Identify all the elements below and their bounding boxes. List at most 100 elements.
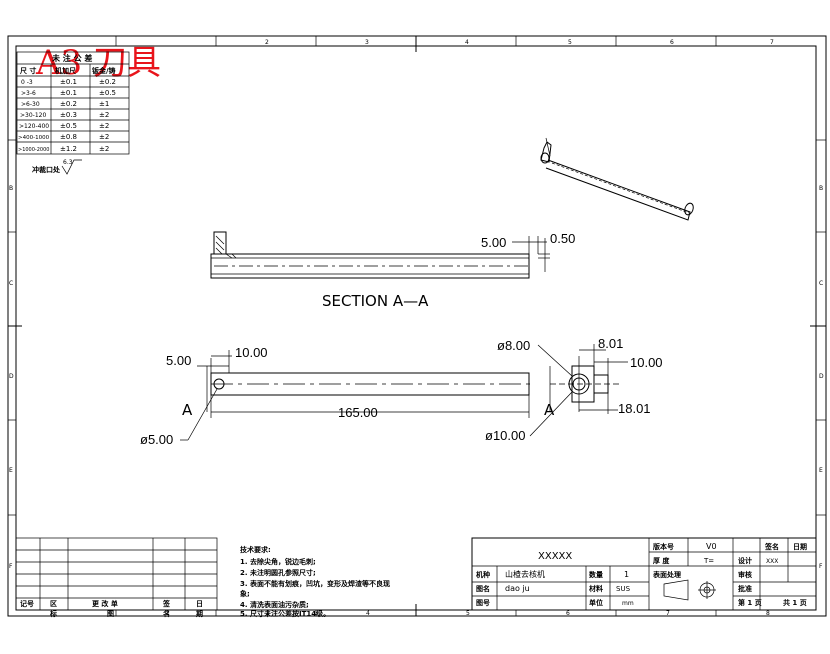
- zone-labels: 2 3 4 5 6 7 2 3 4 5 6 7 8 B C D E F B C …: [9, 39, 824, 617]
- tb-version-label: 版本号: [653, 542, 674, 551]
- zone-right-f: F: [819, 563, 823, 570]
- plan-dim-10: 10.00: [235, 345, 268, 360]
- tb-drawing-name-label: 图名: [476, 584, 490, 593]
- plan-dim-phi10: ø10.00: [485, 428, 525, 443]
- tolerance-table: 未 注 公 差 尺 寸 机加尺 钣金/铸 0 -3 ±0.1 ±0.2 >3-6…: [16, 51, 130, 155]
- tol-r1-c0: >3-6: [21, 90, 36, 97]
- section-dim-5: 5.00: [481, 235, 506, 250]
- tb-surface-label: 表面处理: [652, 570, 681, 579]
- tol-r4-c2: ±2: [99, 122, 109, 130]
- rev-col-sign: 签: [162, 599, 171, 608]
- tol-r3-c0: >30-120: [20, 112, 46, 119]
- section-dim-050: 0.50: [550, 231, 575, 246]
- tol-r3-c1: ±0.3: [60, 111, 77, 119]
- zone-top-4: 5: [568, 39, 572, 46]
- roughness-value: 6.3: [63, 159, 73, 166]
- rev-col-change: 更 改 单: [92, 599, 118, 608]
- tol-r6-c2: ±2: [99, 145, 109, 153]
- rev-foot-2: 图: [107, 609, 114, 618]
- zone-bottom-7: 8: [766, 610, 770, 617]
- plan-dim-5: 5.00: [166, 353, 191, 368]
- inner-frame: [15, 45, 817, 611]
- roughness-symbol: 6.3: [61, 159, 82, 175]
- tb-unit-label: 单位: [589, 598, 603, 607]
- rev-foot-1: 标: [49, 609, 57, 618]
- zone-top-1: 2: [265, 39, 269, 46]
- rev-foot-4: 期: [196, 609, 203, 618]
- tol-header-machining: 机加尺: [55, 66, 76, 75]
- tol-header-sheet: 钣金/铸: [92, 66, 116, 75]
- tol-r3-c2: ±2: [99, 111, 109, 119]
- zone-bottom-5: 6: [566, 610, 570, 617]
- plan-view: 5.00 10.00 165.00 ø5.00 A A ø8.00 8.01 1…: [140, 336, 663, 447]
- tb-drawing-name: dao ju: [505, 584, 530, 593]
- plan-dim-165: 165.00: [338, 405, 378, 420]
- zone-bottom-2: 3: [266, 610, 270, 617]
- tol-r6-c1: ±1.2: [60, 145, 77, 153]
- tol-r6-c0: >1000-2000: [18, 147, 49, 153]
- zone-left-e: E: [9, 467, 13, 474]
- tol-header-size: 尺 寸: [19, 66, 36, 75]
- tech-notes-title: 技术要求:: [240, 545, 271, 554]
- tb-machine-label: 机种: [476, 570, 490, 579]
- zone-top-6: 7: [770, 39, 774, 46]
- tech-note-6: 5. 尺寸未注公差按IT14级。: [240, 609, 330, 618]
- tb-material: SUS: [616, 585, 631, 593]
- projection-symbol: [663, 579, 716, 601]
- title-part-name: XXXXX: [538, 551, 572, 562]
- tb-unit: mm: [622, 600, 634, 607]
- tb-qty: 1: [624, 570, 629, 579]
- outer-frame: [7, 35, 827, 617]
- cut-label-a-left: A: [182, 401, 193, 419]
- revision-table: 记号 区 更 改 单 签 日 标 图 名 期: [15, 537, 218, 618]
- tol-r0-c0: 0 -3: [21, 79, 33, 86]
- zone-right-d: D: [819, 373, 824, 380]
- tech-notes: 技术要求: 1. 去除尖角，锐边毛刺; 2. 未注明圆孔参照尺寸; 3. 表面不…: [240, 545, 390, 618]
- tech-note-1: 1. 去除尖角，锐边毛刺;: [240, 557, 316, 566]
- zone-bottom-4: 5: [466, 610, 470, 617]
- tol-r0-c2: ±0.2: [99, 78, 116, 86]
- zone-left-d: D: [9, 373, 14, 380]
- tech-note-5: 4. 清洗表面油污杂质;: [240, 600, 309, 609]
- tol-r4-c0: >120-400: [19, 123, 49, 130]
- tb-machine: 山楂去核机: [505, 569, 545, 579]
- section-label: SECTION A—A: [322, 292, 429, 310]
- tech-note-4: 象;: [240, 589, 250, 598]
- zone-ticks: [8, 36, 826, 616]
- tb-sign-label: 签名: [764, 542, 779, 551]
- zone-right-b: B: [819, 185, 823, 192]
- zone-left-f: F: [9, 563, 13, 570]
- tech-note-3: 3. 表面不能有划痕，凹坑，变形及焊渣等不良现: [240, 579, 390, 588]
- tolerance-title: 未 注 公 差: [51, 53, 92, 63]
- rev-col-date: 日: [196, 600, 203, 608]
- cut-label-a-right: A: [544, 401, 555, 419]
- plan-dim-phi8: ø8.00: [497, 338, 530, 353]
- red-title: A3 刀具: [35, 43, 161, 83]
- tol-r2-c1: ±0.2: [60, 100, 77, 108]
- zone-bottom-3: 4: [366, 610, 370, 617]
- punch-note: 冲裁口处: [32, 165, 61, 174]
- zone-bottom-6: 7: [666, 610, 670, 617]
- tol-r4-c1: ±0.5: [60, 122, 77, 130]
- tb-date-label: 日期: [793, 542, 807, 551]
- isometric-view: [540, 137, 694, 221]
- tb-thickness: T=: [703, 557, 714, 565]
- tech-note-2: 2. 未注明圆孔参照尺寸;: [240, 568, 316, 577]
- tb-qty-label: 数量: [589, 570, 603, 579]
- tol-r2-c0: >6-30: [21, 101, 40, 108]
- tol-r5-c0: >400-1000: [18, 135, 50, 141]
- zone-bottom-1: 2: [166, 610, 170, 617]
- tol-r5-c1: ±0.8: [60, 133, 77, 141]
- zone-left-b: B: [9, 185, 13, 192]
- rev-foot-3: 名: [163, 609, 170, 618]
- tol-r0-c1: ±0.1: [60, 78, 77, 86]
- tb-design-label: 设计: [738, 556, 752, 565]
- zone-right-c: C: [819, 280, 823, 287]
- zone-right-e: E: [819, 467, 823, 474]
- rev-col-mark: 记号: [20, 599, 34, 608]
- tol-r2-c2: ±1: [99, 100, 109, 108]
- zone-top-3: 4: [465, 39, 469, 46]
- plan-dim-801: 8.01: [598, 336, 623, 351]
- rev-col-zone: 区: [50, 600, 57, 608]
